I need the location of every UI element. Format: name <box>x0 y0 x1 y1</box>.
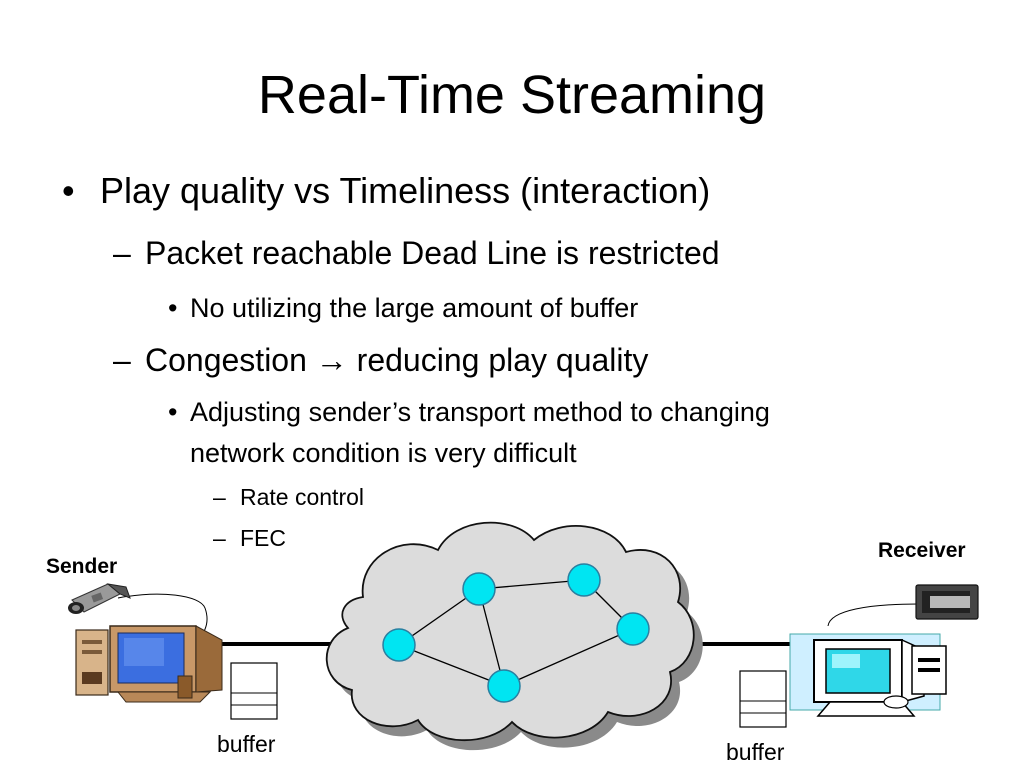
point-adjusting-line1: Adjusting sender’s transport method to c… <box>190 397 770 427</box>
bullet-marker: • <box>168 397 178 427</box>
sender-label: Sender <box>46 555 118 578</box>
bullet-marker: • <box>168 293 178 323</box>
dash-marker: – <box>213 525 226 551</box>
congestion-text: Congestion <box>145 342 307 378</box>
method-fec: FEC <box>240 525 286 551</box>
buffer-icon <box>230 662 278 720</box>
sender-buffer-label: buffer <box>217 731 276 757</box>
receiver-label: Receiver <box>878 539 966 562</box>
network-node <box>616 612 650 646</box>
sub-bullet-congestion: Congestion → reducing play quality <box>145 341 648 379</box>
network-node <box>462 572 496 606</box>
video-device-icon <box>827 584 979 627</box>
slide-title: Real-Time Streaming <box>257 65 767 125</box>
bullet-marker: • <box>62 170 75 211</box>
link-e-d <box>503 628 634 687</box>
point-adjusting-line2: network condition is very difficult <box>190 438 577 468</box>
sub-bullet-deadline: Packet reachable Dead Line is restricted <box>145 235 720 271</box>
dash-marker: – <box>113 342 131 378</box>
reducing-quality-text: reducing play quality <box>356 342 649 378</box>
buffer-icon <box>739 670 787 728</box>
link-a-e <box>398 644 505 687</box>
bullet-main: Play quality vs Timeliness (interaction) <box>100 170 711 211</box>
arrow-right-icon: → <box>315 342 348 378</box>
point-buffer: No utilizing the large amount of buffer <box>190 293 639 323</box>
receiver-computer-icon <box>789 633 947 717</box>
video-camera-icon <box>68 583 208 641</box>
dash-marker: – <box>213 484 226 510</box>
dash-marker: – <box>113 235 131 271</box>
network-node <box>382 628 416 662</box>
network-cloud <box>325 521 695 742</box>
receiver-buffer-label: buffer <box>726 739 785 765</box>
method-rate-control: Rate control <box>240 484 365 510</box>
network-node <box>567 563 601 597</box>
network-node <box>487 669 521 703</box>
link-b-c <box>478 579 585 590</box>
computer-monitor-icon <box>75 625 223 703</box>
